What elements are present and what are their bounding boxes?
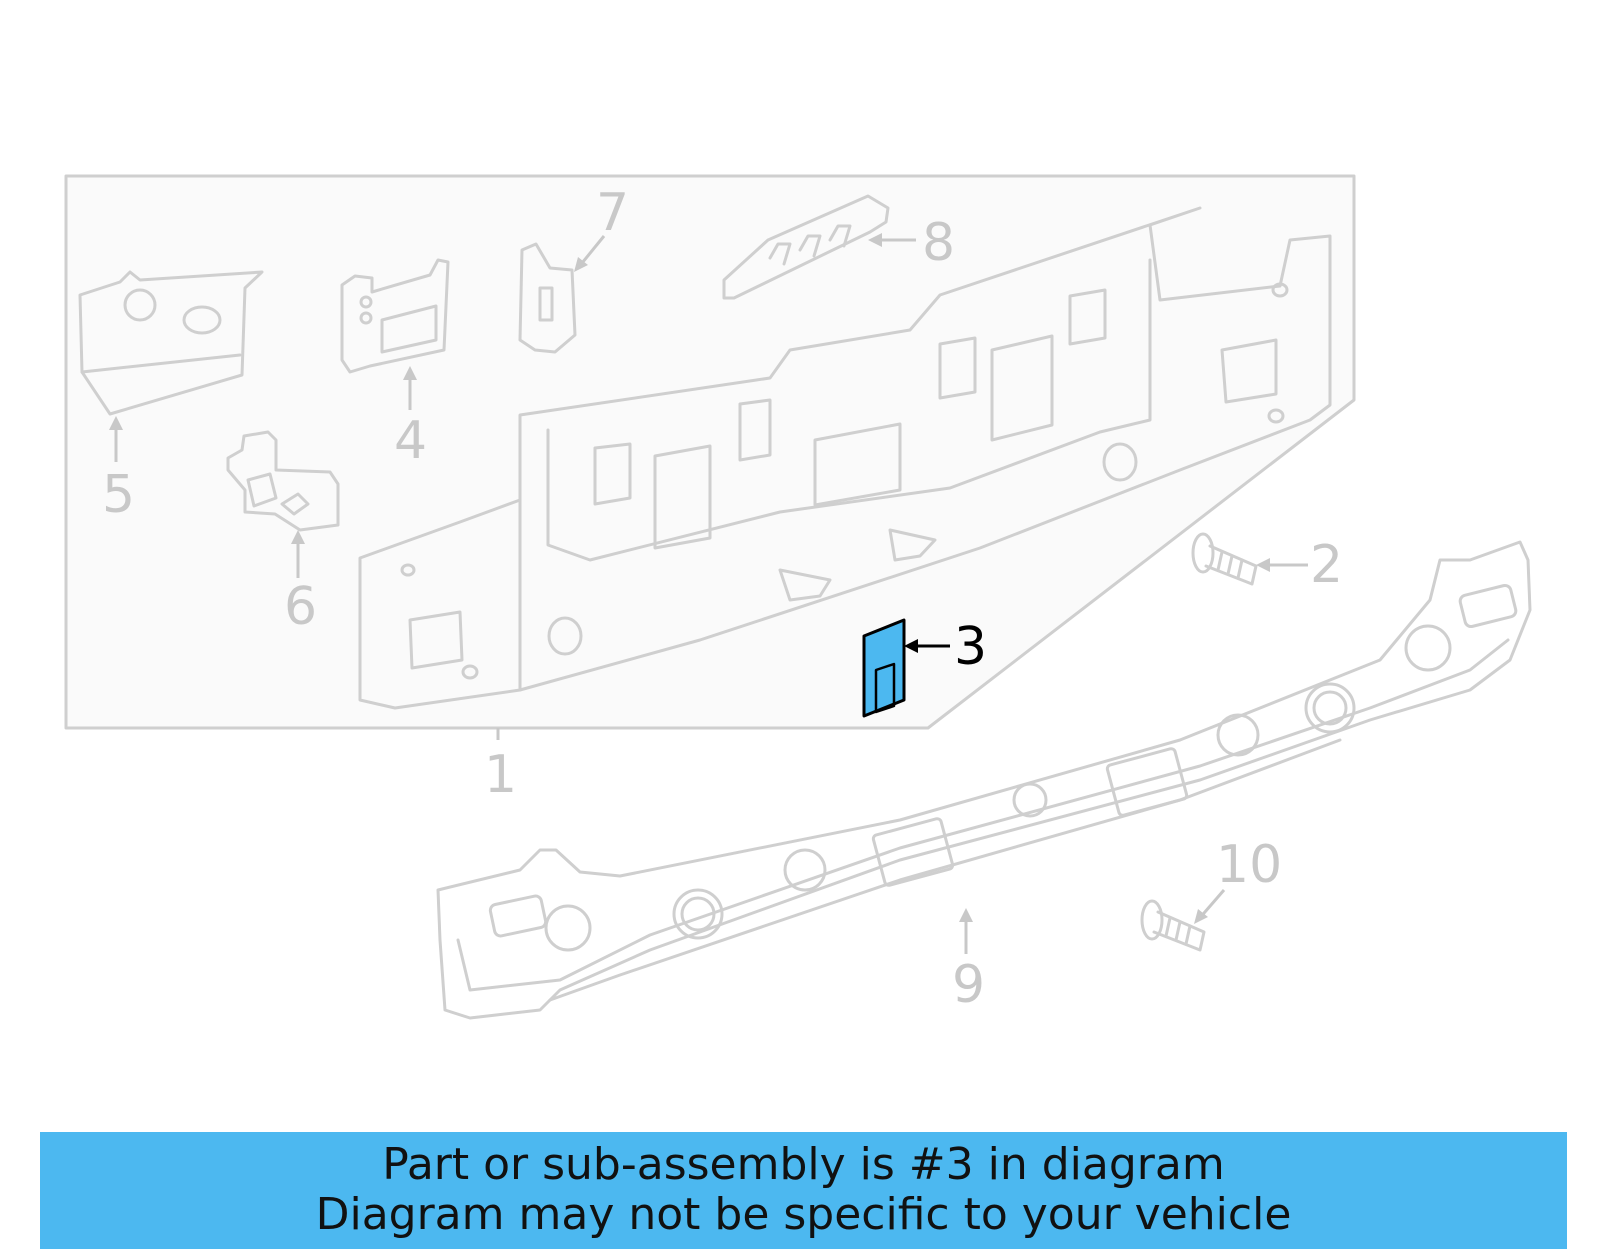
part-6-bracket <box>226 430 340 532</box>
part-4-bracket <box>340 258 450 374</box>
callout-3[interactable]: 3 <box>954 617 987 677</box>
callout-10: 10 <box>1216 835 1282 895</box>
callout-5: 5 <box>102 465 135 525</box>
part-5-bracket <box>78 270 264 416</box>
callout-7: 7 <box>596 183 629 243</box>
callout-1: 1 <box>484 745 517 805</box>
banner-line-1: Part or sub-assembly is #3 in diagram <box>382 1139 1225 1190</box>
part-10-bolt <box>1140 899 1206 952</box>
callout-2: 2 <box>1310 535 1343 595</box>
part-8-bracket <box>722 194 890 300</box>
callout-9: 9 <box>952 955 985 1015</box>
part-7-clip <box>518 242 577 354</box>
banner-line-2: Diagram may not be specific to your vehi… <box>315 1189 1292 1240</box>
info-banner: Part or sub-assembly is #3 in diagram Di… <box>40 1132 1567 1249</box>
leader-lines <box>109 233 1308 954</box>
part-2-bolt <box>1191 532 1258 586</box>
part-9-reinforcement <box>436 540 1532 1020</box>
rear-body-panel <box>358 206 1332 710</box>
callout-8: 8 <box>922 213 955 273</box>
part-3-highlighted[interactable] <box>862 618 906 718</box>
callout-6: 6 <box>284 577 317 637</box>
callout-4: 4 <box>394 411 427 471</box>
